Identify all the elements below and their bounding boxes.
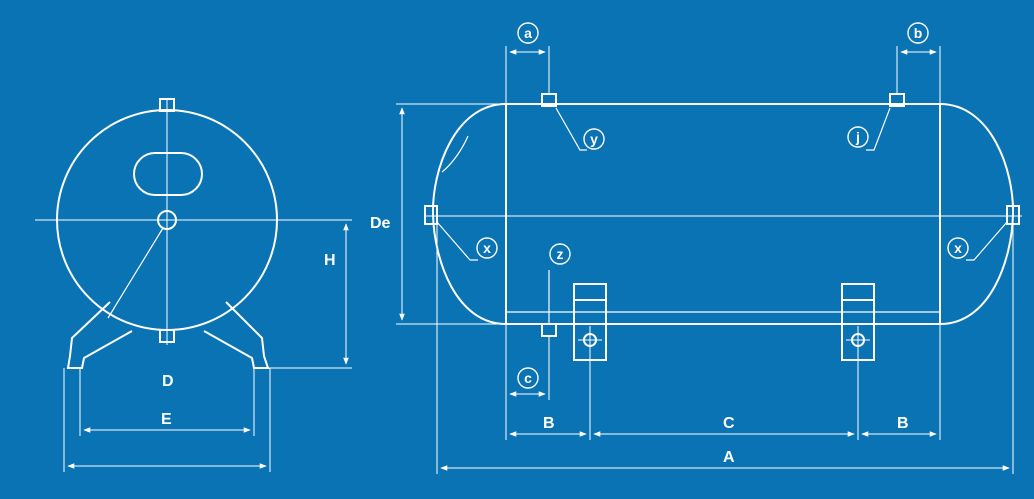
- callout-z: z: [557, 246, 564, 262]
- leader-j: [866, 107, 891, 151]
- end-view: H E D: [35, 98, 352, 472]
- leader-y: [555, 107, 587, 151]
- callout-j: j: [855, 129, 860, 145]
- label-H: H: [324, 252, 336, 269]
- callout-y-circle: [583, 128, 605, 150]
- callout-x-left: x: [483, 240, 491, 256]
- callout-x-right: x: [954, 240, 962, 256]
- left-head-sightglass: [441, 135, 469, 173]
- label-D: D: [162, 373, 174, 390]
- label-De: De: [370, 215, 391, 232]
- center-port: [157, 210, 177, 230]
- callout-c-circle: [517, 367, 539, 389]
- left-side-nozzle: [424, 205, 438, 225]
- label-C: C: [723, 415, 735, 432]
- callout-b: b: [914, 25, 923, 41]
- manhole-opening: [133, 152, 203, 196]
- label-B-left: B: [543, 415, 555, 432]
- callout-a: a: [524, 25, 532, 41]
- label-B-right: B: [897, 415, 909, 432]
- callout-j-circle: [847, 126, 869, 148]
- left-dished-head: [431, 103, 507, 325]
- callout-c: c: [524, 370, 532, 386]
- center-leader-line: [107, 227, 164, 319]
- label-E: E: [161, 411, 172, 428]
- callout-z-circle: [549, 243, 571, 265]
- end-top-nozzle: [159, 98, 175, 112]
- bottom-nozzle-z: [541, 323, 557, 337]
- callout-b-circle: [907, 22, 929, 44]
- callout-a-circle: [517, 22, 539, 44]
- callout-x-left-circle: [476, 237, 498, 259]
- leader-x-left: [436, 221, 478, 261]
- callout-y: y: [590, 131, 598, 147]
- callout-x-right-circle: [947, 237, 969, 259]
- right-saddle-leg: [203, 301, 270, 369]
- end-bottom-nozzle: [159, 329, 175, 343]
- leader-x-right: [966, 221, 1008, 261]
- left-saddle-leg: [66, 301, 133, 369]
- right-dished-head: [939, 103, 1015, 325]
- front-view: De a b y j x x z: [370, 22, 1022, 474]
- label-A: A: [723, 449, 735, 466]
